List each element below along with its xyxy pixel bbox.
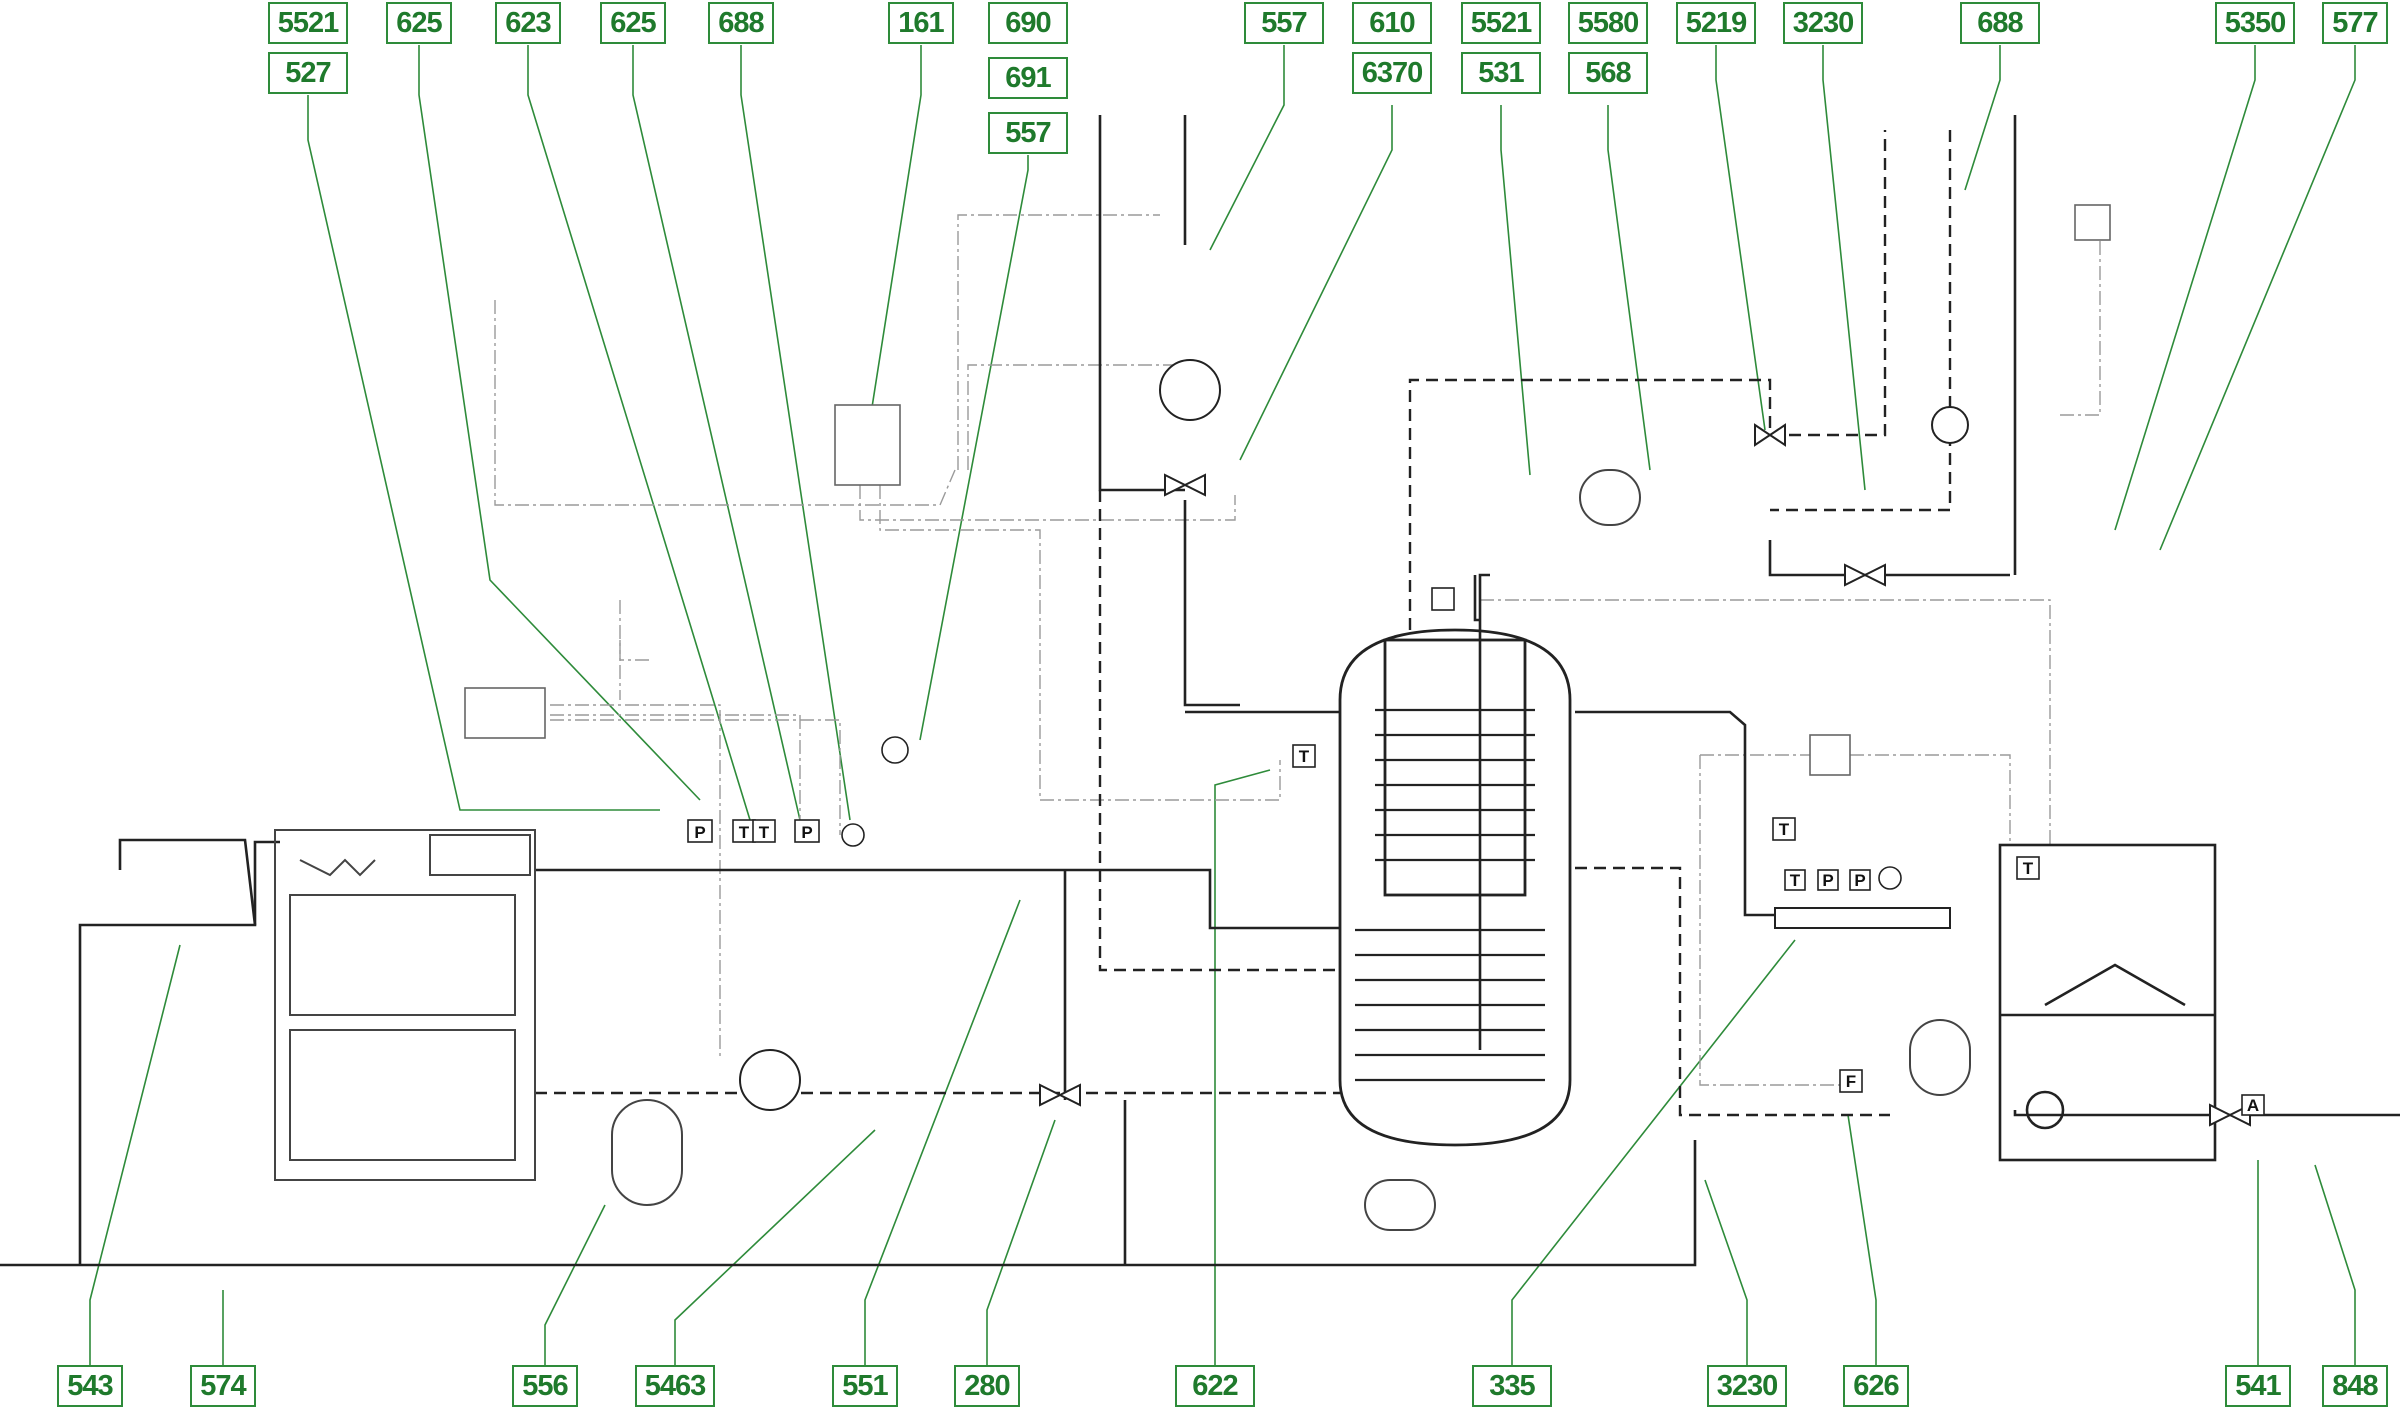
flow-symbol: F (1846, 1072, 1856, 1091)
label-6370: 6370 (1352, 52, 1432, 94)
label-5463: 5463 (635, 1365, 715, 1407)
pressure-symbol: P (1822, 871, 1833, 890)
label-848: 848 (2322, 1365, 2388, 1407)
label-5219: 5219 (1676, 2, 1756, 44)
label-335: 335 (1472, 1365, 1552, 1407)
instrument-letters: P T T P T T T P P F T A (694, 747, 2259, 1115)
temp-symbol: T (1790, 871, 1801, 890)
temp-symbol: T (739, 823, 750, 842)
label-568: 568 (1568, 52, 1648, 94)
storage-tank (1338, 628, 1572, 1147)
label-574: 574 (190, 1365, 256, 1407)
temp-symbol: T (2023, 859, 2034, 878)
dashed-pipes (535, 130, 1952, 1117)
label-688-b: 688 (1960, 2, 2040, 44)
boiler (274, 829, 536, 1181)
instrument-symbols (687, 587, 2265, 1116)
label-5521-b: 5521 (1461, 2, 1541, 44)
label-5521-a: 5521 (268, 2, 348, 44)
label-626: 626 (1843, 1365, 1909, 1407)
label-610: 610 (1352, 2, 1432, 44)
temp-symbol: T (759, 823, 770, 842)
label-280: 280 (954, 1365, 1020, 1407)
signal-lines (494, 205, 2101, 1086)
label-622: 622 (1175, 1365, 1255, 1407)
temp-symbol: T (1299, 747, 1310, 766)
label-690: 690 (988, 2, 1068, 44)
label-688-a: 688 (708, 2, 774, 44)
leader-lines (89, 45, 2356, 1370)
label-531: 531 (1461, 52, 1541, 94)
label-3230-b: 3230 (1707, 1365, 1787, 1407)
pumps (739, 359, 1969, 1111)
label-543: 543 (57, 1365, 123, 1407)
label-625-a: 625 (386, 2, 452, 44)
temp-symbol: T (1779, 820, 1790, 839)
label-3230-a: 3230 (1783, 2, 1863, 44)
label-625-b: 625 (600, 2, 666, 44)
label-557-a: 557 (1244, 2, 1324, 44)
valves (1039, 423, 2251, 1127)
pressure-symbol: P (694, 823, 705, 842)
label-541: 541 (2225, 1365, 2291, 1407)
label-557-b: 557 (988, 112, 1068, 154)
label-691: 691 (988, 57, 1068, 99)
label-577: 577 (2322, 2, 2388, 44)
controller-units (464, 204, 2111, 776)
label-527: 527 (268, 52, 348, 94)
pressure-symbol: P (801, 823, 812, 842)
heat-pump (1998, 843, 2217, 1162)
pressure-symbol: P (1854, 871, 1865, 890)
label-623: 623 (495, 2, 561, 44)
label-5350: 5350 (2215, 2, 2295, 44)
manifold (1774, 907, 1951, 929)
actuator-symbol: A (2247, 1096, 2259, 1115)
label-5580: 5580 (1568, 2, 1648, 44)
expansion-vessels (611, 469, 1971, 1231)
label-556: 556 (512, 1365, 578, 1407)
label-551: 551 (832, 1365, 898, 1407)
label-161: 161 (888, 2, 954, 44)
